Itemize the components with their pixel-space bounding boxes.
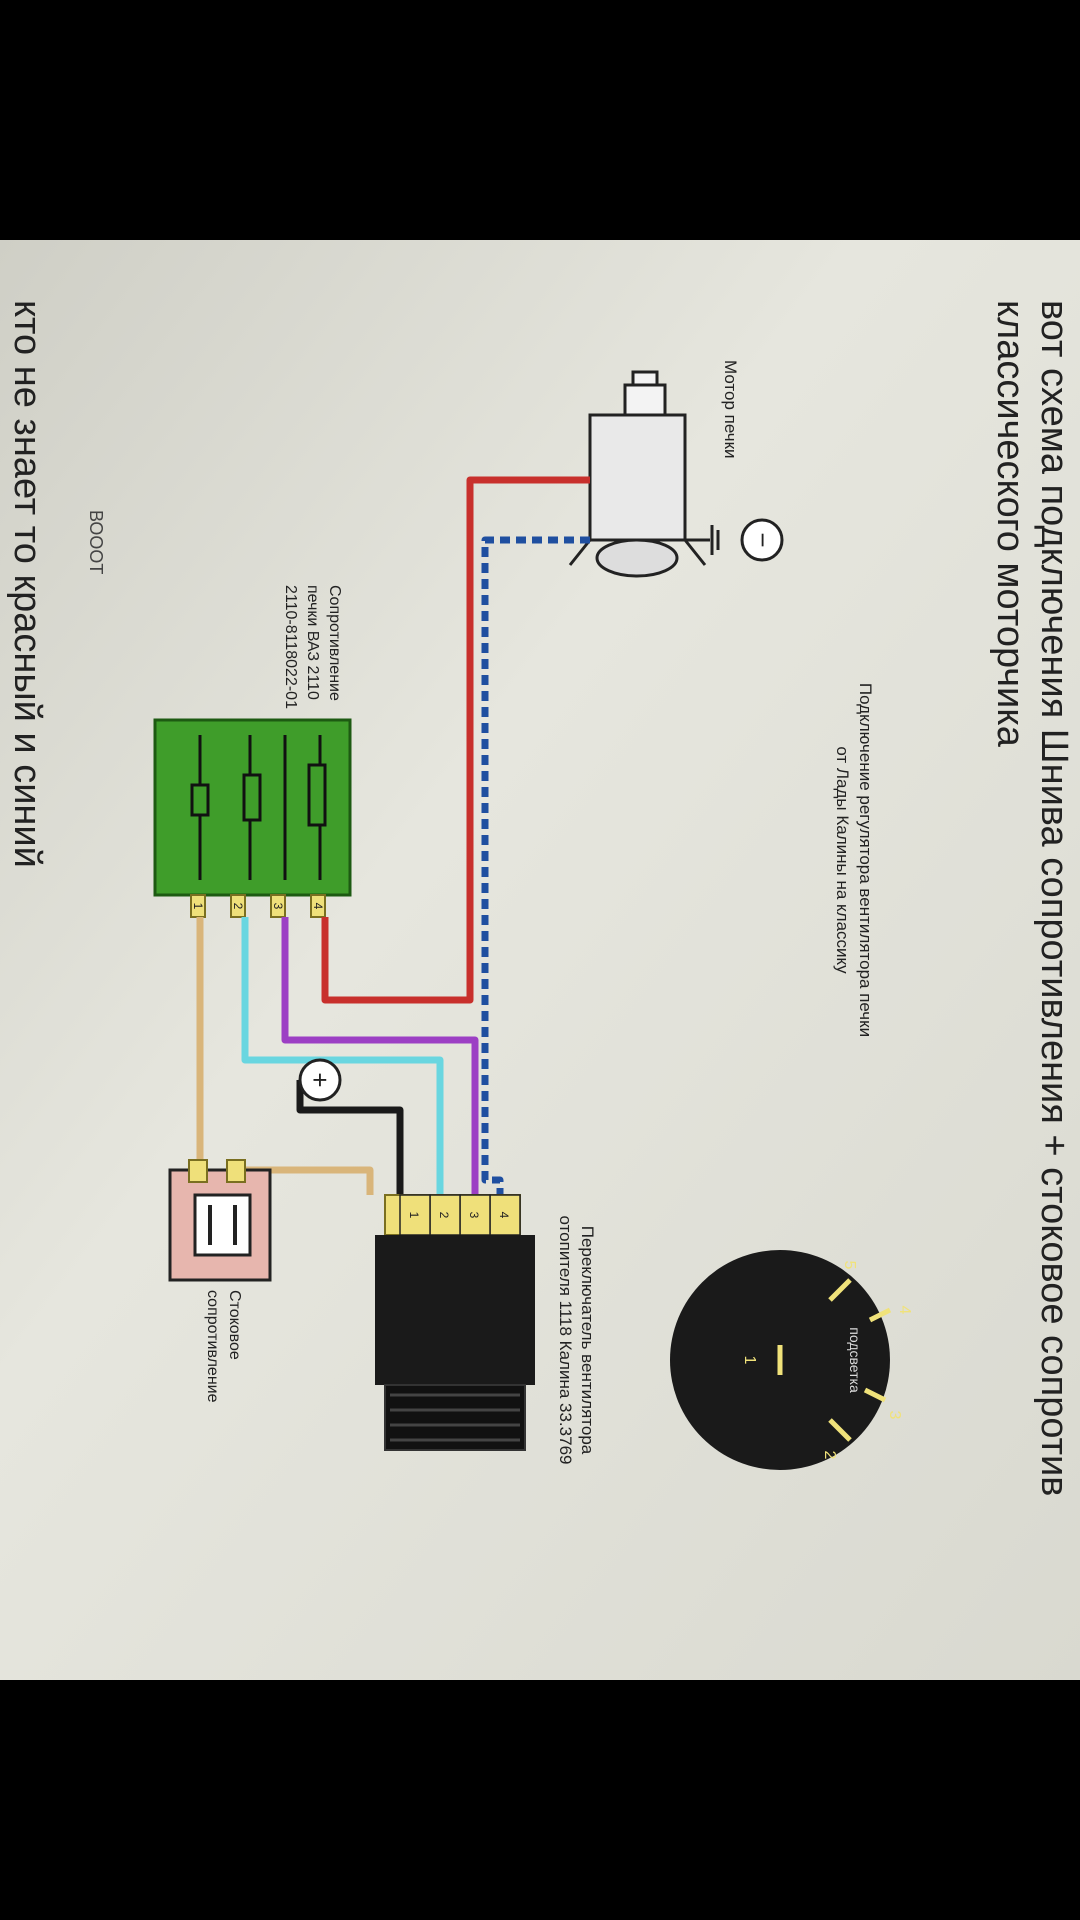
- svg-text:3: 3: [271, 903, 285, 910]
- svg-text:1: 1: [741, 1356, 758, 1365]
- connection-note-line1: Подключение регулятора вентилятора печки: [856, 683, 875, 1037]
- switch-label-line1: Переключатель вентилятора: [578, 1226, 597, 1455]
- switch-label-line2: отопителя 1118 Калина 33.3769: [556, 1216, 575, 1465]
- fan-switch-knob: подсветка 1 2 3 4 5: [670, 1250, 913, 1470]
- resistor-label-line3: 2110-8118022-01: [282, 585, 299, 709]
- svg-text:4: 4: [311, 903, 325, 910]
- svg-text:1: 1: [191, 903, 205, 910]
- stock-resistor-label-line2: сопротивление: [204, 1290, 221, 1403]
- post-title-line1: вот схема подключения Шнива сопротивлени…: [1033, 300, 1075, 1496]
- svg-text:2: 2: [231, 903, 245, 910]
- wiring-diagram: вот схема подключения Шнива сопротивлени…: [0, 240, 1080, 1680]
- svg-text:5: 5: [841, 1261, 858, 1270]
- stock-resistor: [168, 1159, 272, 1282]
- paper-background: [0, 240, 1080, 1680]
- stock-resistor-label-line1: Стоковое: [226, 1290, 243, 1360]
- svg-text:4: 4: [896, 1306, 913, 1315]
- svg-text:2: 2: [437, 1212, 451, 1219]
- motor-label: Мотор печки: [721, 360, 740, 459]
- resistor-label-line2: печки ВАЗ 2110: [304, 585, 321, 700]
- resistor-pins: 1 2 3 4: [190, 894, 326, 918]
- blue-wire: [481, 536, 590, 1195]
- post-title-line2: классического моторчика: [989, 300, 1031, 748]
- svg-text:+: +: [305, 1072, 335, 1087]
- black-wire: [296, 1080, 404, 1195]
- heater-motor: [568, 370, 707, 578]
- svg-text:3: 3: [886, 1411, 903, 1420]
- wires: [196, 476, 590, 1195]
- svg-text:4: 4: [497, 1212, 511, 1219]
- svg-text:3: 3: [467, 1212, 481, 1219]
- vaz-2110-resistor: [153, 718, 352, 897]
- svg-text:2: 2: [821, 1451, 838, 1460]
- tan-wire-2: [240, 1166, 374, 1195]
- connection-note-line2: от Лады Калины на классику: [833, 746, 852, 974]
- red-wire: [321, 476, 590, 1004]
- footer-caption: ВОООТ: [86, 510, 106, 574]
- svg-text:−: −: [748, 532, 778, 547]
- cyan-wire: [241, 917, 444, 1195]
- footer-text: кто не знает то красный и синий: [6, 300, 48, 868]
- ground-minus-symbol: −: [670, 518, 784, 562]
- plus-symbol: +: [298, 1058, 342, 1102]
- resistor-label-line1: Сопротивление: [326, 585, 343, 701]
- fan-switch: 4 3 2 1: [375, 1194, 535, 1451]
- svg-text:1: 1: [407, 1212, 421, 1219]
- svg-text:подсветка: подсветка: [847, 1327, 863, 1393]
- diagram-photo: вот схема подключения Шнива сопротивлени…: [0, 240, 1080, 1680]
- purple-wire: [281, 917, 479, 1195]
